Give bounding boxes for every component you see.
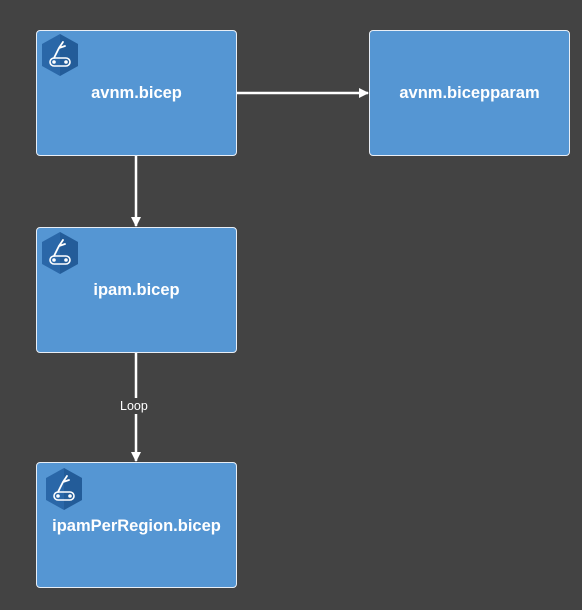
node-avnm-bicep[interactable]: avnm.bicep: [36, 30, 237, 156]
bicep-module-icon: [46, 468, 82, 510]
node-label: ipam.bicep: [93, 280, 180, 299]
bicep-module-icon: [42, 232, 78, 274]
node-label: avnm.bicepparam: [399, 83, 540, 102]
node-ipam-bicep[interactable]: ipam.bicep: [36, 227, 237, 353]
node-avnm-bicepparam[interactable]: avnm.bicepparam: [369, 30, 570, 156]
edge-label-loop: Loop: [118, 398, 150, 414]
node-label: avnm.bicep: [91, 83, 182, 102]
node-ipam-per-region-bicep[interactable]: ipamPerRegion.bicep: [36, 462, 237, 588]
node-label: ipamPerRegion.bicep: [52, 516, 221, 535]
bicep-module-icon: [42, 34, 78, 76]
